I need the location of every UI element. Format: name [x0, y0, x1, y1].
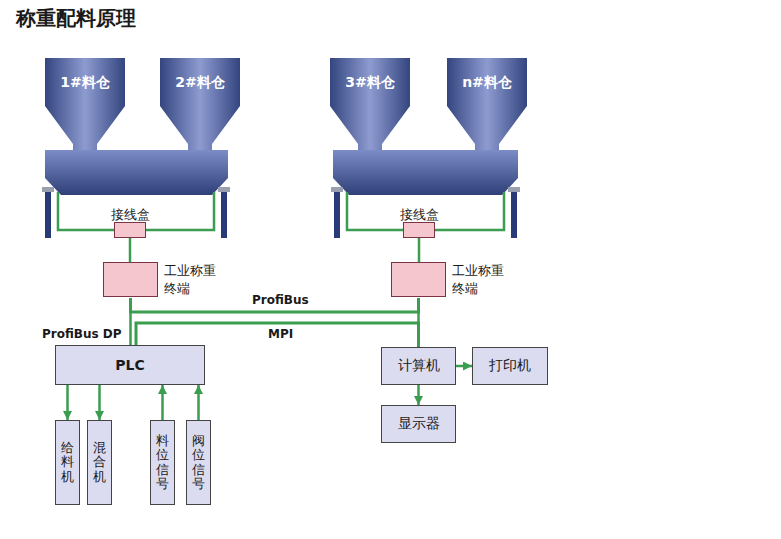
load-cell-wire [58, 192, 114, 230]
bus-label: ProfiBus [250, 293, 311, 307]
junction-box-label: 接线盒 [111, 207, 150, 222]
terminal-label: 工业称重 终端 [452, 262, 512, 298]
bus-connector [417, 298, 420, 347]
load-cell [42, 187, 54, 192]
terminal-label: 工业称重 终端 [164, 262, 224, 298]
bus-connector [456, 365, 472, 368]
hopper-leg [221, 190, 227, 238]
bus-connector [66, 385, 69, 420]
bus-label: ProfiBus DP [40, 327, 124, 341]
terminal-body [391, 262, 446, 297]
device-label: 给料机 [61, 441, 74, 484]
junction-box-label: 接线盒 [400, 207, 439, 222]
hopper-leg [334, 190, 340, 238]
hopper-leg [511, 190, 517, 238]
hopper-leg [45, 190, 51, 238]
device-label: 混合机 [93, 441, 106, 484]
silo-shape [330, 58, 410, 150]
weighing-terminal: 工业称重 终端 [391, 262, 512, 298]
box-label: 计算机 [398, 357, 440, 375]
silo-outline [45, 58, 125, 150]
load-cell [218, 187, 230, 192]
silo-outline [160, 58, 240, 150]
load-cell [331, 187, 343, 192]
level-signal-box: 料位信号 [150, 420, 175, 505]
junction-box: 接线盒 [394, 207, 444, 238]
plc-box: PLC [55, 345, 205, 385]
bus-connector [98, 385, 101, 420]
material-silo: 2#料仓 [160, 58, 240, 150]
junction-box: 接线盒 [105, 207, 155, 238]
junction-box-body [114, 222, 146, 238]
bus-connector [197, 385, 200, 420]
silo-label: n#料仓 [462, 74, 512, 92]
bus-connector [418, 238, 421, 262]
silo-label: 2#料仓 [175, 74, 224, 92]
load-cell-wire [435, 192, 504, 230]
box-label: 显示器 [398, 415, 440, 433]
terminal-body [103, 262, 158, 297]
display-box: 显示器 [381, 405, 456, 443]
printer-box: 打印机 [472, 347, 548, 385]
bus-connector [129, 238, 132, 262]
weigh-hopper [333, 150, 518, 195]
diagram-title: 称重配料原理 [16, 5, 136, 32]
box-label: 打印机 [489, 357, 531, 375]
material-silo: 1#料仓 [45, 58, 125, 150]
silo-shape [45, 58, 125, 150]
bus-connector [417, 385, 420, 405]
valve-signal-box: 阀位信号 [186, 420, 211, 505]
load-cell-wire [347, 192, 403, 230]
material-silo: 3#料仓 [330, 58, 410, 150]
material-silo: n#料仓 [447, 58, 527, 150]
silo-label: 1#料仓 [60, 74, 109, 92]
bus-connector [136, 323, 419, 347]
mixer-box: 混合机 [87, 420, 112, 505]
box-label: PLC [115, 357, 144, 373]
weighing-terminal: 工业称重 终端 [103, 262, 224, 298]
computer-box: 计算机 [381, 347, 456, 385]
load-cell-wire [146, 192, 214, 230]
feeder-box: 给料机 [55, 420, 80, 505]
silo-shape [160, 58, 240, 150]
bus-connector [161, 385, 164, 420]
junction-box-body [403, 222, 435, 238]
device-label: 阀位信号 [192, 434, 205, 491]
silo-outline [447, 58, 527, 150]
silo-outline [330, 58, 410, 150]
bus-label: MPI [266, 327, 295, 341]
silo-shape [447, 58, 527, 150]
load-cell [508, 187, 520, 192]
weigh-hopper [45, 150, 228, 195]
silo-label: 3#料仓 [345, 74, 394, 92]
device-label: 料位信号 [156, 434, 169, 491]
